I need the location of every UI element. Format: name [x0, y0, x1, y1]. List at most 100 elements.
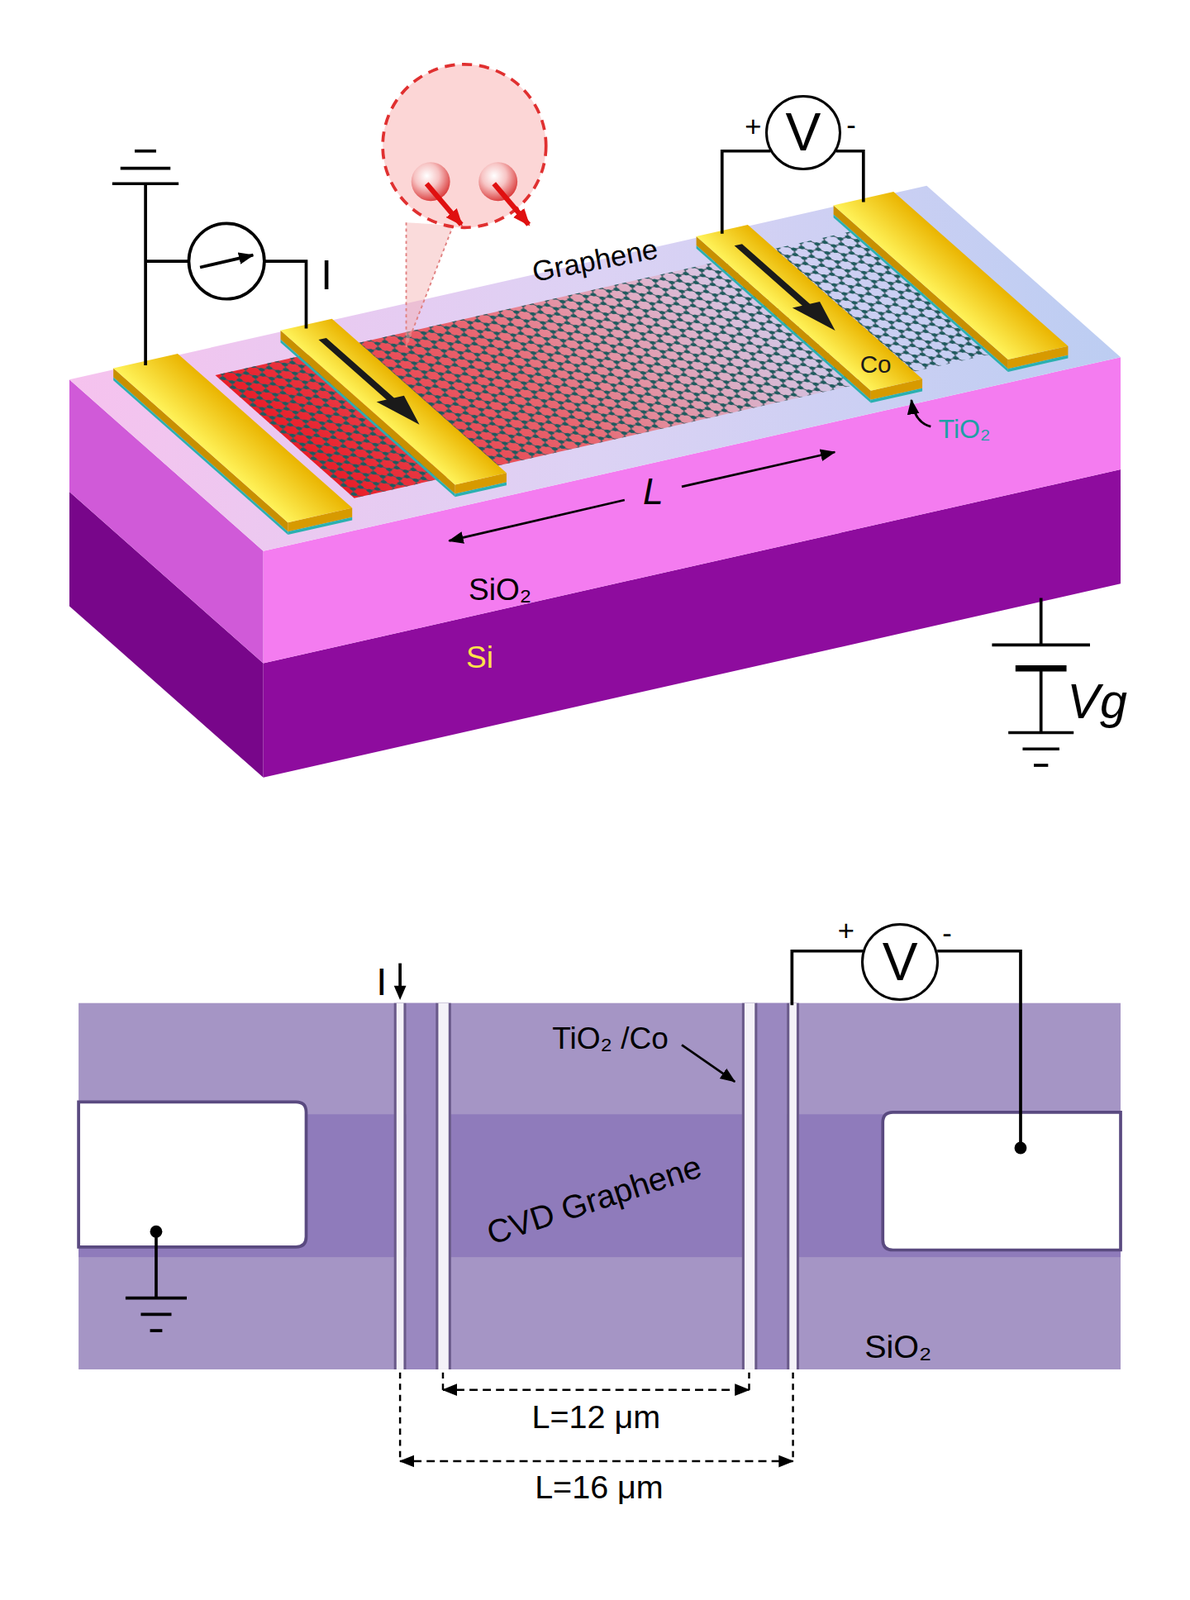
spin-arrow: [426, 183, 462, 224]
contact-label: TiO₂ /Co: [552, 1023, 669, 1054]
wire: [154, 1231, 158, 1298]
polarity-plus: +: [837, 916, 855, 946]
gate-voltage-label: Vg: [1066, 677, 1128, 727]
voltmeter-symbol: V: [861, 923, 939, 1001]
wire: [264, 261, 307, 329]
dimension-lines: [399, 1372, 793, 1462]
wire: [937, 951, 1021, 1148]
current-source-arrow: [199, 255, 253, 268]
oxide-top: [69, 185, 1121, 552]
callout-leader: [405, 222, 408, 348]
electrode-sides: [113, 204, 1009, 535]
wire: [1039, 668, 1043, 734]
cobalt-electrode: [280, 318, 506, 486]
tio2-layer: [1008, 355, 1069, 372]
length-label: L: [642, 473, 664, 510]
extension-line: [442, 1372, 444, 1390]
callout-circle: [382, 64, 547, 229]
ground-symbol: [1008, 731, 1074, 735]
graphene-lattice: [214, 230, 993, 498]
ground-symbol: [1033, 763, 1048, 767]
contact-pad: [78, 1101, 306, 1247]
substrate-slab: [69, 185, 1121, 778]
electrode-line: [396, 1003, 405, 1370]
dimension-label: L=12 μm: [531, 1400, 661, 1434]
spin-electron: [478, 161, 518, 201]
substrate-image: [78, 1003, 1121, 1370]
current-arrowhead: [394, 985, 407, 1000]
current-source: [188, 223, 264, 299]
electrode-gap: [406, 1003, 438, 1370]
electrode-edge: [786, 1003, 800, 1370]
optical-micrograph: [78, 1003, 1121, 1370]
silicon-label: Si: [466, 642, 494, 674]
electrode-gap: [756, 1003, 787, 1370]
battery-plate: [991, 642, 1091, 647]
current-label: I: [320, 255, 333, 296]
gold-electrode: [113, 353, 353, 523]
electrode-edge: [394, 1003, 407, 1370]
polarity-plus: +: [744, 112, 762, 142]
electrode-edge: [435, 1003, 452, 1370]
tio2-label: TiO₂: [938, 415, 991, 443]
tio2-layer: [455, 481, 507, 497]
magnetization-arrowhead: [792, 301, 849, 334]
dimension-arrows: [448, 399, 931, 541]
current-arrow: [398, 963, 402, 989]
spin-callout: [382, 64, 547, 348]
electrode-fronts: [287, 346, 1068, 535]
oxide-label: SiO₂: [864, 1330, 932, 1364]
electrode-line: [789, 1003, 797, 1370]
ground-symbol: [150, 1328, 163, 1333]
meter-symbol-text: V: [882, 935, 919, 989]
ground-symbol: [120, 166, 172, 171]
extension-line: [791, 1372, 794, 1462]
ground-symbol: [140, 1312, 172, 1316]
tio2-layer: [871, 388, 923, 404]
gold-electrode: [833, 191, 1069, 360]
wire: [145, 259, 189, 263]
cobalt-label: Co: [860, 352, 892, 377]
contact-pad: [882, 1112, 1121, 1251]
graphene-label: CVD Graphene: [482, 1149, 705, 1250]
wire: [791, 951, 863, 1005]
measurement-wiring: [125, 951, 1027, 1331]
leader-arrow: [911, 399, 931, 427]
dimension-label: L=16 μm: [534, 1470, 664, 1505]
electrode-line: [744, 1003, 755, 1370]
wire: [722, 151, 772, 234]
wire: [835, 151, 863, 203]
oxide-label: SiO₂: [468, 574, 532, 605]
wire: [1039, 598, 1043, 646]
injection-circuit: [112, 151, 864, 366]
ground-symbol: [1022, 747, 1059, 751]
contact-dot: [1014, 1142, 1028, 1155]
magnetization-arrowhead: [376, 395, 434, 429]
electrode-line: [437, 1003, 448, 1370]
dimension-line: [399, 1460, 793, 1462]
electrode-tops: [113, 191, 1068, 523]
spin-arrow: [494, 183, 529, 224]
magnetization-arrow: [322, 338, 394, 402]
wire: [143, 183, 148, 366]
polarity-minus: -: [942, 918, 952, 948]
callout-leader: [406, 225, 454, 348]
spin-accumulation: [214, 230, 993, 498]
dimension-line: [442, 1388, 749, 1390]
polarity-minus: -: [846, 109, 857, 139]
callout-cone: [406, 222, 454, 348]
graphene-sheet: [214, 230, 993, 498]
ground-symbol: [125, 1296, 187, 1300]
extension-line: [747, 1372, 750, 1390]
length-arrow: [448, 499, 624, 541]
leader-arrow: [681, 1044, 735, 1081]
voltmeter-symbol: V: [765, 95, 841, 171]
meter-symbol-text: V: [785, 105, 822, 159]
spin-electron: [411, 161, 451, 201]
graphene-label: Graphene: [529, 233, 660, 286]
length-arrow: [681, 452, 835, 487]
current-label: I: [376, 961, 387, 1001]
magnetization-arrow: [737, 244, 810, 308]
